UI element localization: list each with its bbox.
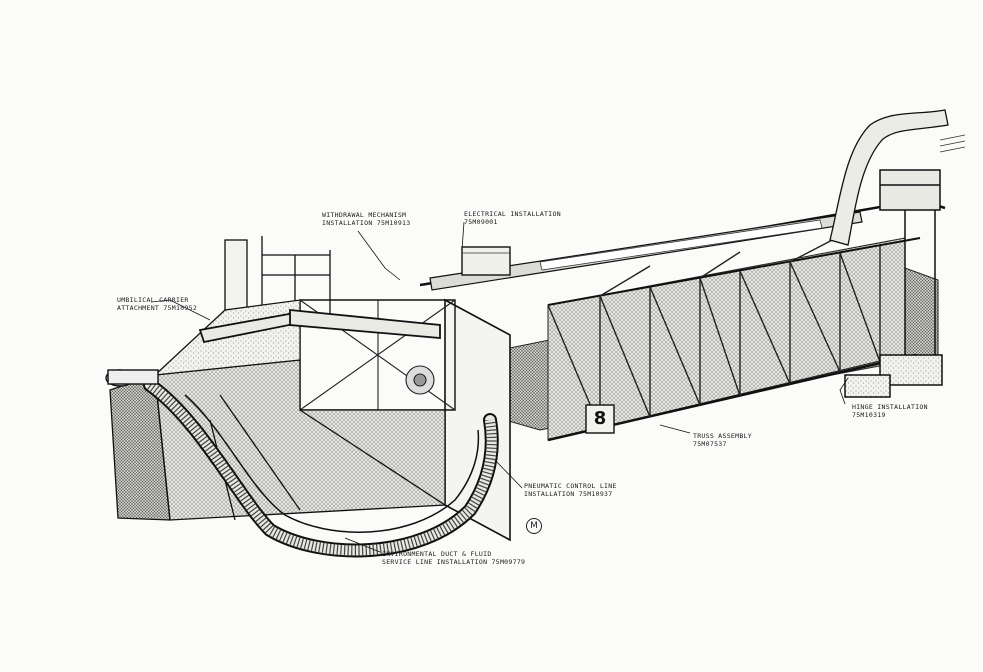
callout-pneumatic-line1: PNEUMATIC CONTROL LINE — [524, 482, 617, 490]
panel-number: 8 — [593, 408, 607, 429]
electrical-box — [461, 246, 511, 276]
callout-environmental-duct: ENVIRONMENTAL DUCT & FLUID SERVICE LINE … — [382, 550, 525, 566]
callout-hinge-installation: HINGE INSTALLATION 75M10319 — [852, 403, 928, 419]
callout-umbilical-carrier: UMBILICAL CARRIER ATTACHMENT 75M10952 — [117, 296, 197, 312]
upper-duct — [829, 109, 949, 246]
duct-lines-end — [939, 134, 966, 153]
callout-umbilical-line2: ATTACHMENT 75M10952 — [117, 304, 198, 312]
callout-truss-assembly: TRUSS ASSEMBLY 75M07537 — [693, 432, 752, 448]
hinge-end-frame — [844, 169, 943, 398]
withdrawal-arm — [198, 309, 441, 344]
callout-leaders — [150, 221, 849, 553]
callout-truss-line1: TRUSS ASSEMBLY — [693, 432, 752, 440]
carrier-head — [105, 369, 159, 387]
panel-number-box — [585, 404, 615, 434]
rail-channel — [539, 219, 823, 271]
callout-umbilical-line1: UMBILICAL CARRIER — [117, 296, 189, 304]
callout-electrical-line2: 75M09001 — [464, 218, 498, 226]
callout-hinge-line1: HINGE INSTALLATION — [852, 403, 928, 411]
truss-mid-chord — [547, 237, 921, 306]
truss-members — [547, 235, 881, 429]
sheet-mark-circle: M — [526, 518, 542, 534]
callout-hinge-line2: 75M10319 — [852, 411, 886, 419]
callout-environmental-line2: SERVICE LINE INSTALLATION 75M09779 — [382, 558, 526, 566]
callout-withdrawal-line1: WITHDRAWAL MECHANISM — [322, 211, 407, 219]
environmental-duct — [184, 394, 480, 533]
umbilical-carrier-stripes — [147, 380, 497, 556]
callout-electrical-line1: ELECTRICAL INSTALLATION — [464, 210, 561, 218]
callout-truss-line2: 75M07537 — [693, 440, 727, 448]
callout-pneumatic-control-line: PNEUMATIC CONTROL LINE INSTALLATION 75M1… — [524, 482, 617, 498]
callout-withdrawal-mechanism: WITHDRAWAL MECHANISM INSTALLATION 75M109… — [322, 211, 410, 227]
callout-pneumatic-line2: INSTALLATION 75M10937 — [524, 490, 613, 498]
callout-environmental-line1: ENVIRONMENTAL DUCT & FLUID — [382, 550, 492, 558]
callout-withdrawal-line2: INSTALLATION 75M10913 — [322, 219, 411, 227]
callout-electrical-installation: ELECTRICAL INSTALLATION 75M09001 — [464, 210, 561, 226]
